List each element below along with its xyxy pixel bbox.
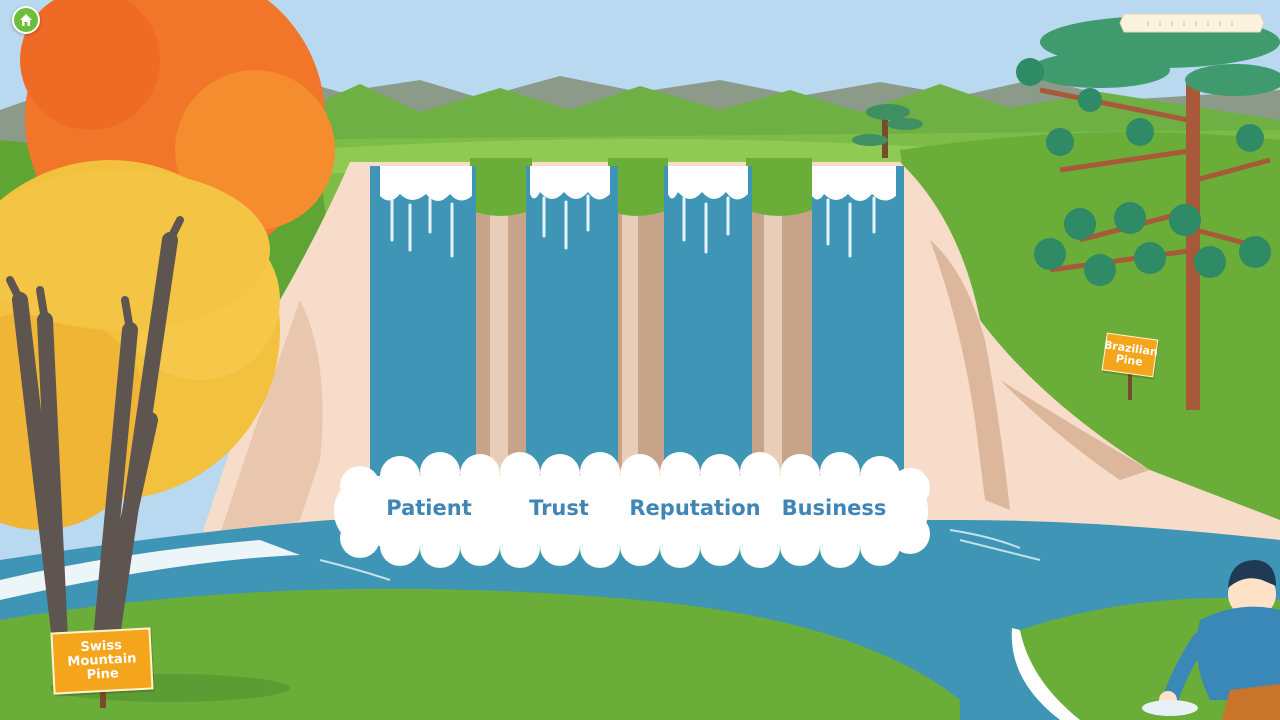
home-icon	[20, 14, 32, 26]
waterfall-label-patient[interactable]: Patient	[386, 496, 472, 520]
progress-scroll-banner[interactable]	[1118, 10, 1266, 36]
waterfall-label-trust[interactable]: Trust	[529, 496, 589, 520]
waterfall-label-reputation[interactable]: Reputation	[629, 496, 761, 520]
brazilian-pine-sign: Brazilian Pine	[1101, 332, 1159, 378]
waterfall-label-business[interactable]: Business	[781, 496, 887, 520]
home-button[interactable]	[12, 6, 40, 34]
brazil-sign-label: Brazilian Pine	[1103, 338, 1159, 369]
swiss-sign-label: Swiss Mountain Pine	[67, 637, 137, 683]
swiss-mountain-pine-sign: Swiss Mountain Pine	[50, 627, 154, 695]
